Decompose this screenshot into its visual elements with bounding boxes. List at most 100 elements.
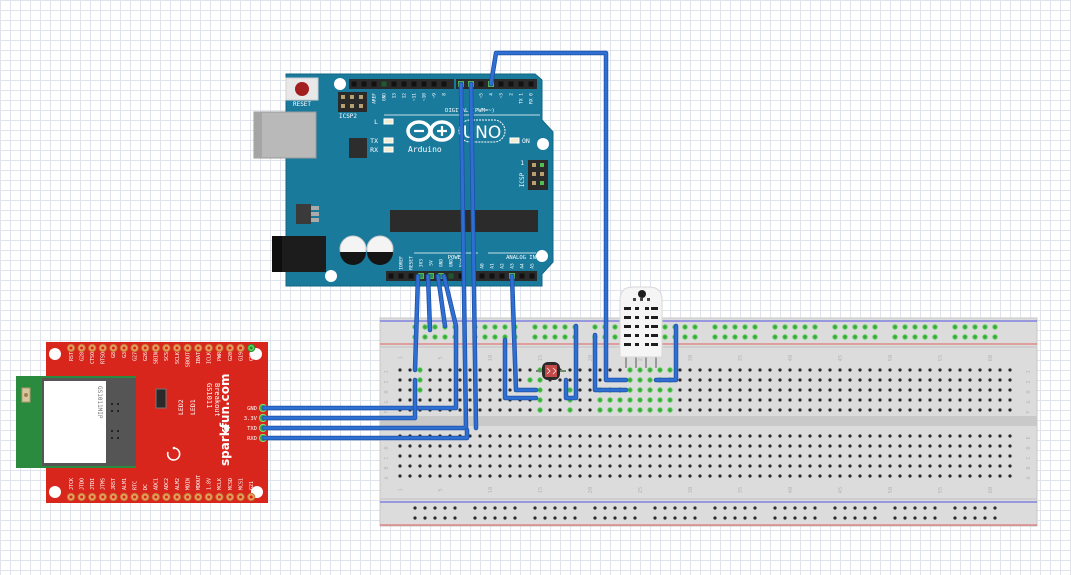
breadboard-hole xyxy=(657,407,663,413)
breadboard-hole xyxy=(758,454,762,458)
breadboard-hole xyxy=(888,464,892,468)
sparkfun-pin-label: MCS1 xyxy=(238,478,244,490)
rail-hole xyxy=(933,506,937,510)
breadboard-hole xyxy=(428,368,432,372)
breadboard-hole xyxy=(637,407,643,413)
breadboard-hole xyxy=(468,368,472,372)
sparkfun-pin-hole xyxy=(122,346,126,350)
rail-hole xyxy=(473,516,477,520)
breadboard-hole xyxy=(398,388,402,392)
column-label: 40 xyxy=(788,355,794,362)
breadboard-hole xyxy=(518,378,522,382)
header-pin xyxy=(498,81,504,87)
rail-hole xyxy=(833,516,837,520)
dht22-sensor[interactable] xyxy=(619,286,663,368)
breadboard-hole xyxy=(808,408,812,412)
breadboard-hole xyxy=(468,398,472,402)
breadboard-hole xyxy=(458,388,462,392)
digital-pin-label: 4 xyxy=(489,93,495,96)
led-l-label: L xyxy=(374,118,378,126)
breadboard-hole xyxy=(578,378,582,382)
breadboard-hole xyxy=(428,378,432,382)
mount-hole xyxy=(537,138,549,150)
column-label: 1 xyxy=(398,356,404,359)
breadboard-hole xyxy=(848,388,852,392)
breadboard-hole xyxy=(468,464,472,468)
breadboard-hole xyxy=(878,474,882,478)
rail-hole xyxy=(982,334,988,340)
sparkfun-brand: sparkfun.com xyxy=(218,374,232,466)
breadboard-hole xyxy=(888,408,892,412)
breadboard-hole xyxy=(657,387,663,393)
breadboard-hole xyxy=(938,474,942,478)
analog-pin-label: A5 xyxy=(530,263,536,269)
breadboard-hole xyxy=(488,368,492,372)
breadboard-hole xyxy=(647,377,653,383)
breadboard-hole xyxy=(1008,434,1012,438)
sparkfun-pin-label: GND xyxy=(249,352,255,361)
breadboard-hole xyxy=(988,464,992,468)
power-pin-label: RESET xyxy=(409,256,415,270)
uno-badge xyxy=(458,119,506,143)
breadboard-hole xyxy=(698,408,702,412)
breadboard-hole xyxy=(978,474,982,478)
grille-slot xyxy=(624,325,631,328)
rail-hole xyxy=(862,334,868,340)
breadboard-hole xyxy=(678,408,682,412)
breadboard-hole xyxy=(468,388,472,392)
breadboard-hole xyxy=(878,444,882,448)
rail-hole xyxy=(712,324,718,330)
breadboard-hole xyxy=(448,474,452,478)
row-label: I xyxy=(1026,380,1032,383)
breadboard-hole xyxy=(788,454,792,458)
header-pin xyxy=(519,273,525,279)
wire xyxy=(262,428,469,440)
breadboard-hole xyxy=(607,407,613,413)
breadboard-hole xyxy=(478,474,482,478)
breadboard-hole xyxy=(798,464,802,468)
breadboard-hole xyxy=(568,434,572,438)
breadboard-hole xyxy=(508,454,512,458)
breadboard-hole xyxy=(828,378,832,382)
header-pin xyxy=(361,81,367,87)
sparkfun-pin-label: JTDO xyxy=(79,478,85,490)
sparkfun-pin-hole xyxy=(154,346,158,350)
sparkfun-pin-hole xyxy=(111,346,115,350)
breadboard-hole xyxy=(818,474,822,478)
breadboard-hole xyxy=(878,368,882,372)
breadboard-hole xyxy=(398,474,402,478)
rail-hole xyxy=(693,506,697,510)
breadboard-hole xyxy=(908,398,912,402)
breadboard-hole xyxy=(1008,454,1012,458)
breadboard-hole xyxy=(738,398,742,402)
gs1011-breakout-board[interactable]: GS1011MIP LED2 LED1 GS1011 Breakout spar… xyxy=(16,342,268,503)
rail-hole xyxy=(413,506,417,510)
breadboard-hole xyxy=(607,397,613,403)
rail-hole xyxy=(752,334,758,340)
breadboard-hole xyxy=(458,368,462,372)
breadboard-hole xyxy=(948,388,952,392)
breadboard-hole xyxy=(508,408,512,412)
breadboard-hole xyxy=(438,398,442,402)
breadboard-hole xyxy=(448,388,452,392)
rail-hole xyxy=(552,324,558,330)
breadboard-hole xyxy=(778,474,782,478)
arduino-text: Arduino xyxy=(408,145,442,154)
rail-hole xyxy=(853,506,857,510)
breadboard-hole xyxy=(518,434,522,438)
photoresistor[interactable] xyxy=(536,362,566,380)
usb-shade xyxy=(254,112,262,158)
rail-hole xyxy=(662,334,668,340)
breadboard-hole xyxy=(968,398,972,402)
sparkfun-pin-label: JTMS xyxy=(101,478,107,490)
icsp2-pin xyxy=(341,95,345,99)
rail-hole xyxy=(442,334,448,340)
breadboard-hole xyxy=(1008,474,1012,478)
reset-button-cap[interactable] xyxy=(295,82,309,96)
sparkfun-pin-label: DC xyxy=(143,484,149,490)
breadboard-hole xyxy=(728,444,732,448)
breadboard-hole xyxy=(928,464,932,468)
breadboard-hole xyxy=(488,444,492,448)
breadboard-hole xyxy=(768,434,772,438)
